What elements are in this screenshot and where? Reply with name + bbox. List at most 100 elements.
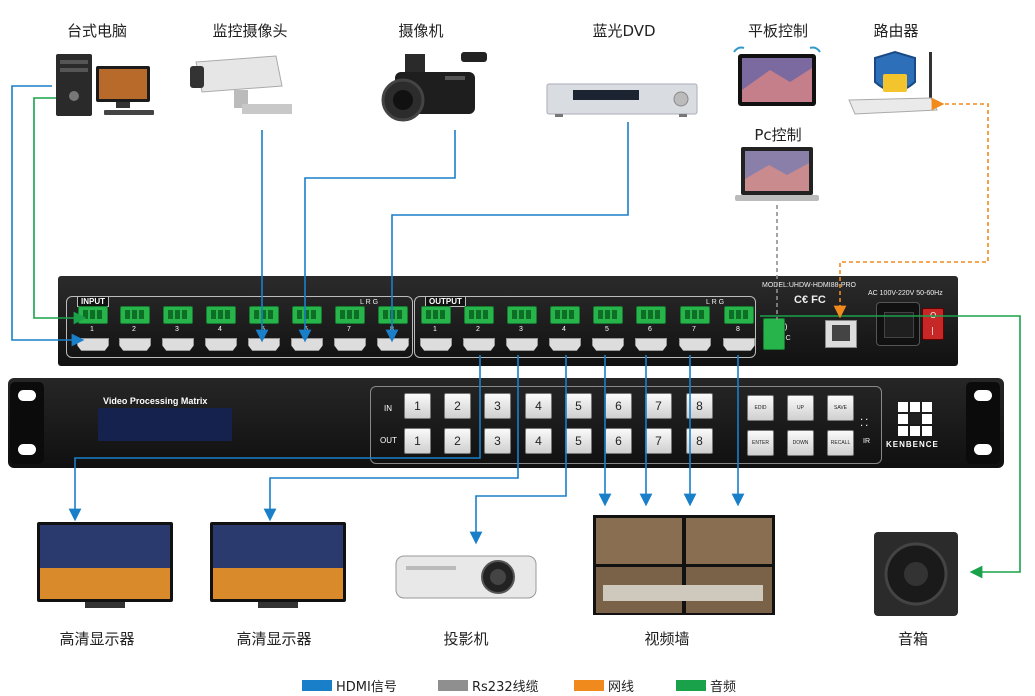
- projector-label: 投影机: [443, 630, 489, 648]
- output-hdmi-port-1: [420, 338, 452, 351]
- hd-display-1-icon: [37, 522, 173, 608]
- input-port-number: 3: [175, 326, 179, 333]
- out-button-1[interactable]: 1: [404, 428, 431, 454]
- display2-label: 高清显示器: [236, 630, 312, 648]
- input-audio-terminal-8: [378, 306, 408, 324]
- input-audio-terminal-6: [292, 306, 322, 324]
- up-button[interactable]: UP: [787, 395, 814, 421]
- brand-logo-icon: [898, 402, 932, 436]
- input-port-number: 4: [218, 326, 222, 333]
- input-port-number: 1: [90, 326, 94, 333]
- projector-icon: [395, 555, 537, 599]
- in-button-2[interactable]: 2: [444, 393, 471, 419]
- out-button-3[interactable]: 3: [484, 428, 511, 454]
- enter-button[interactable]: ENTER: [747, 430, 774, 456]
- out-button-5[interactable]: 5: [565, 428, 592, 454]
- in-row-label: IN: [384, 404, 392, 413]
- output-hdmi-port-3: [506, 338, 538, 351]
- power-socket: [876, 302, 920, 346]
- output-audio-terminal-6: [636, 306, 666, 324]
- rs232-terminal: [763, 318, 785, 350]
- rack-ear-right: [966, 382, 1000, 464]
- input-hdmi-port-1: [77, 338, 109, 351]
- input-port-number: 5: [261, 326, 265, 333]
- output-port-number: 2: [476, 326, 480, 333]
- input-port-number: 7: [347, 326, 351, 333]
- in-button-5[interactable]: 5: [565, 393, 592, 419]
- output-port-number: 4: [562, 326, 566, 333]
- in-button-4[interactable]: 4: [525, 393, 552, 419]
- power-spec: AC 100V-220V 50-60Hz: [868, 290, 943, 297]
- output-hdmi-port-5: [592, 338, 624, 351]
- output-audio-terminal-7: [680, 306, 710, 324]
- bluray-label: 蓝光DVD: [592, 22, 656, 40]
- output-port-number: 1: [433, 326, 437, 333]
- input-port-number: 2: [132, 326, 136, 333]
- out-button-7[interactable]: 7: [645, 428, 672, 454]
- brand-name: KENBENCE: [886, 440, 939, 449]
- out-button-8[interactable]: 8: [686, 428, 713, 454]
- input-audio-terminal-7: [335, 306, 365, 324]
- speaker-label: 音箱: [897, 630, 929, 648]
- output-audio-terminal-1: [421, 306, 451, 324]
- input-audio-terminal-3: [163, 306, 193, 324]
- save-button[interactable]: SAVE: [827, 395, 854, 421]
- edid-button[interactable]: EDID: [747, 395, 774, 421]
- output-audio-terminal-4: [550, 306, 580, 324]
- out-button-6[interactable]: 6: [605, 428, 632, 454]
- down-button[interactable]: DOWN: [787, 430, 814, 456]
- output-audio-terminal-3: [507, 306, 537, 324]
- input-port-number: 8: [390, 326, 394, 333]
- hd-display-2-icon: [210, 522, 346, 608]
- in-button-1[interactable]: 1: [404, 393, 431, 419]
- in-button-6[interactable]: 6: [605, 393, 632, 419]
- legend-hdmi: HDMI信号: [302, 676, 397, 695]
- input-audio-terminal-2: [120, 306, 150, 324]
- ir-label: IR: [863, 438, 870, 445]
- desktop-computer-icon: [56, 54, 154, 116]
- output-hdmi-port-7: [679, 338, 711, 351]
- lcd-display: [98, 408, 232, 441]
- output-port-number: 6: [648, 326, 652, 333]
- laptop-icon: [735, 147, 819, 201]
- surveillance-camera-icon: [190, 55, 292, 114]
- legend-audio: 音频: [676, 676, 736, 695]
- output-hdmi-port-6: [635, 338, 667, 351]
- router-icon: [848, 50, 938, 115]
- output-port-number: 8: [736, 326, 740, 333]
- out-button-4[interactable]: 4: [525, 428, 552, 454]
- camcorder-icon: [381, 52, 487, 122]
- model-label: MODEL:UHDW-HDMI88-PRO: [762, 282, 856, 289]
- bluray-player-icon: [546, 83, 698, 117]
- input-hdmi-port-3: [162, 338, 194, 351]
- video-wall-icon: [593, 515, 775, 615]
- output-port-number: 3: [519, 326, 523, 333]
- desktop-label: 台式电脑: [66, 22, 128, 40]
- tablet-icon: [733, 46, 821, 106]
- rack-ear-left: [10, 382, 44, 464]
- legend-network-swatch: [574, 680, 604, 691]
- in-button-7[interactable]: 7: [645, 393, 672, 419]
- input-hdmi-port-2: [119, 338, 151, 351]
- legend-network: 网线: [574, 676, 634, 695]
- camera-label: 监控摄像头: [212, 22, 288, 40]
- output-hdmi-port-4: [549, 338, 581, 351]
- in-button-3[interactable]: 3: [484, 393, 511, 419]
- router-label: 路由器: [873, 22, 919, 40]
- speaker-icon: [874, 532, 958, 616]
- output-lrg-label: L R G: [706, 299, 725, 306]
- legend-audio-swatch: [676, 680, 706, 691]
- input-hdmi-port-8: [377, 338, 409, 351]
- recall-button[interactable]: RECALL: [827, 430, 854, 456]
- output-port-number: 7: [692, 326, 696, 333]
- in-button-8[interactable]: 8: [686, 393, 713, 419]
- input-hdmi-port-5: [248, 338, 280, 351]
- front-title: Video Processing Matrix: [103, 396, 208, 406]
- output-audio-terminal-5: [593, 306, 623, 324]
- output-hdmi-port-2: [463, 338, 495, 351]
- power-switch[interactable]: O |: [922, 308, 944, 340]
- input-port-number: 6: [304, 326, 308, 333]
- out-button-2[interactable]: 2: [444, 428, 471, 454]
- input-hdmi-port-6: [291, 338, 323, 351]
- input-audio-terminal-4: [206, 306, 236, 324]
